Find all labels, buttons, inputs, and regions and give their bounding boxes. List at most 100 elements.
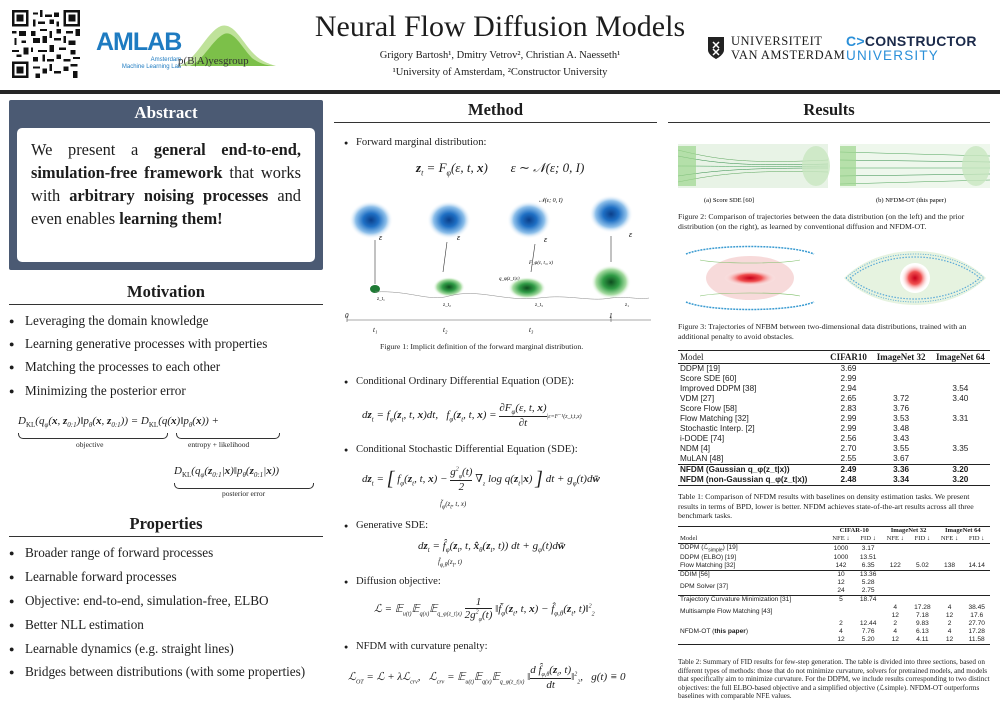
brace-label-entropy: entropy + likelihood [188, 440, 250, 449]
properties-section: Properties Broader range of forward proc… [9, 512, 323, 688]
uva-logo-line1: UNIVERSITEIT [731, 34, 823, 48]
table-cell: 2.48 [825, 475, 872, 486]
table-cell: Stochastic Interp. [2] [680, 424, 755, 433]
table-cell [871, 374, 930, 384]
axis-tick-label: t₁ [373, 326, 377, 334]
table-cell: Improved DDPM [38] [680, 384, 757, 393]
table-cell: 3.54 [952, 384, 969, 393]
table-cell [931, 424, 990, 434]
table-cell: NFDM (Gaussian q_φ(z_t|x)) [678, 464, 826, 475]
uva-crest-icon [708, 37, 724, 59]
table-header: FID ↓ [963, 535, 990, 544]
properties-title: Properties [9, 512, 323, 537]
svg-text:z_t₃: z_t₃ [535, 303, 543, 308]
axis-tick-label: 1 [609, 312, 613, 320]
table-cell [871, 384, 930, 394]
abstract-panel: Abstract We present a general end-to-end… [9, 100, 323, 270]
conditional-sde-equation: dzt = [ fφ(zt, t, x) − g2φ(t)2 ∇z log q(… [362, 466, 600, 494]
axis-tick-label: t₂ [443, 326, 448, 334]
kl-decomposition-equation: DKL(qφ(x, z0:1)‖pθ(x, z0:1)) = DKL(q(x)‖… [18, 409, 318, 499]
generative-sde-equation: dzt = f̂φ(zt, t, x̂θ(zt, t)) dt + gφ(t)d… [418, 540, 566, 555]
table-cell: 3.67 [893, 454, 910, 463]
table-cell: 2.83 [840, 404, 857, 413]
table-cell: 3.76 [893, 404, 910, 413]
density-estimation-table: Model CIFAR10 ImageNet 32 ImageNet 64 DD… [678, 350, 990, 486]
header-divider [0, 90, 1000, 94]
method-bullet-sde: Conditional Stochastic Differential Equa… [344, 444, 578, 457]
figure-axis-ticks: 0 t₁ t₂ t₃ 1 [345, 312, 613, 334]
table-cell: 3.55 [893, 444, 910, 453]
bayesgroup-logo: p(B|A)yesgroup [178, 25, 276, 67]
table-cell: 3.53 [893, 414, 910, 423]
uva-logo-line2: VAN AMSTERDAM [731, 48, 846, 62]
svg-text:ε: ε [629, 230, 633, 239]
forward-marginal-figure: ε ε ε ε 𝒩(ε; 0, I) F_φ(ε, t₃, x) q_φ(z_t… [345, 195, 651, 334]
figure2-caption: Figure 2: Comparison of trajectories bet… [678, 212, 965, 231]
two-moons-trajectories [685, 245, 815, 311]
table-header: FID ↓ [854, 535, 882, 544]
fig2-label-b: (b) NFDM-OT (this paper) [876, 197, 946, 204]
table-cell: Score Flow [58] [680, 404, 737, 413]
table-group-header: ImageNet 32 [881, 526, 936, 535]
generative-underbrace-label: f̂φ,θ(zt, t) [438, 558, 462, 569]
method-bullet-generative-sde: Generative SDE: [344, 520, 428, 533]
amlab-logo-text: AMLAB [96, 28, 182, 56]
results-section: Results [668, 98, 990, 123]
list-item: Learnable forward processes [9, 569, 323, 585]
results-title: Results [668, 98, 990, 123]
forward-marginal-equation: zt = Fφ(ε, t, x) ε ∼ 𝒩(ε; 0, I) [416, 160, 585, 178]
table-cell: 2.99 [840, 414, 857, 423]
table-cell: 2.55 [840, 454, 857, 463]
table-header: FID ↓ [909, 535, 936, 544]
constructor-logo: C>CONSTRUCTOR UNIVERSITY [846, 33, 977, 63]
motivation-section: Motivation Leveraging the domain knowled… [9, 280, 323, 406]
amlab-logo-sub1: Amsterdam [150, 57, 182, 63]
table-cell [931, 434, 990, 444]
table-row: Score SDE [60]2.99 [678, 374, 990, 384]
table-cell: NDM [4] [680, 444, 711, 453]
motivation-title: Motivation [9, 280, 323, 305]
fig2-label-a: (a) Score SDE [60] [704, 197, 754, 204]
table-header: ImageNet 32 [871, 350, 931, 364]
conditional-ode-equation: dzt = fφ(zt, t, x)dt, fφ(zt, t, x) = ∂Fφ… [362, 402, 582, 430]
table-cell: 3.36 [871, 464, 931, 475]
amlab-logo-sub2: Machine Learning Lab [121, 64, 182, 70]
table-cell: 3.43 [893, 434, 910, 443]
uva-logo: UNIVERSITEIT VAN AMSTERDAM [707, 34, 845, 64]
table-cell: 3.20 [930, 475, 990, 486]
bayesgroup-logo-text: p(B|A)yesgroup [178, 55, 249, 67]
abstract-text: We present a general end-to-end, simulat… [17, 128, 315, 262]
brace-label-objective: objective [76, 440, 104, 449]
table-cell: 3.35 [952, 444, 969, 453]
poster-affiliations: ¹University of Amsterdam, ²Constructor U… [392, 67, 608, 78]
nfdm-ot-trajectories [839, 144, 990, 188]
table-cell: 3.48 [893, 424, 910, 433]
svg-text:z_t₂: z_t₂ [443, 303, 451, 308]
figure2-trajectories: (a) Score SDE [60] (b) NFDM-OT (this pap… [678, 144, 990, 204]
axis-tick-label: 0 [345, 312, 349, 320]
axis-tick-label: t₃ [529, 326, 534, 334]
table-cell [931, 374, 990, 384]
table-group-header: ImageNet 64 [935, 526, 990, 535]
svg-text:F_φ(ε, t₃, x): F_φ(ε, t₃, x) [528, 261, 553, 266]
brace-label-posterior: posterior error [222, 489, 266, 498]
list-item: Minimizing the posterior error [9, 383, 323, 399]
list-item: Better NLL estimation [9, 617, 323, 633]
table-header: CIFAR10 [825, 350, 872, 364]
method-title: Method [334, 98, 657, 123]
table-cell: 2.99 [840, 424, 857, 433]
list-item: Learnable dynamics (e.g. straight lines) [9, 641, 323, 657]
